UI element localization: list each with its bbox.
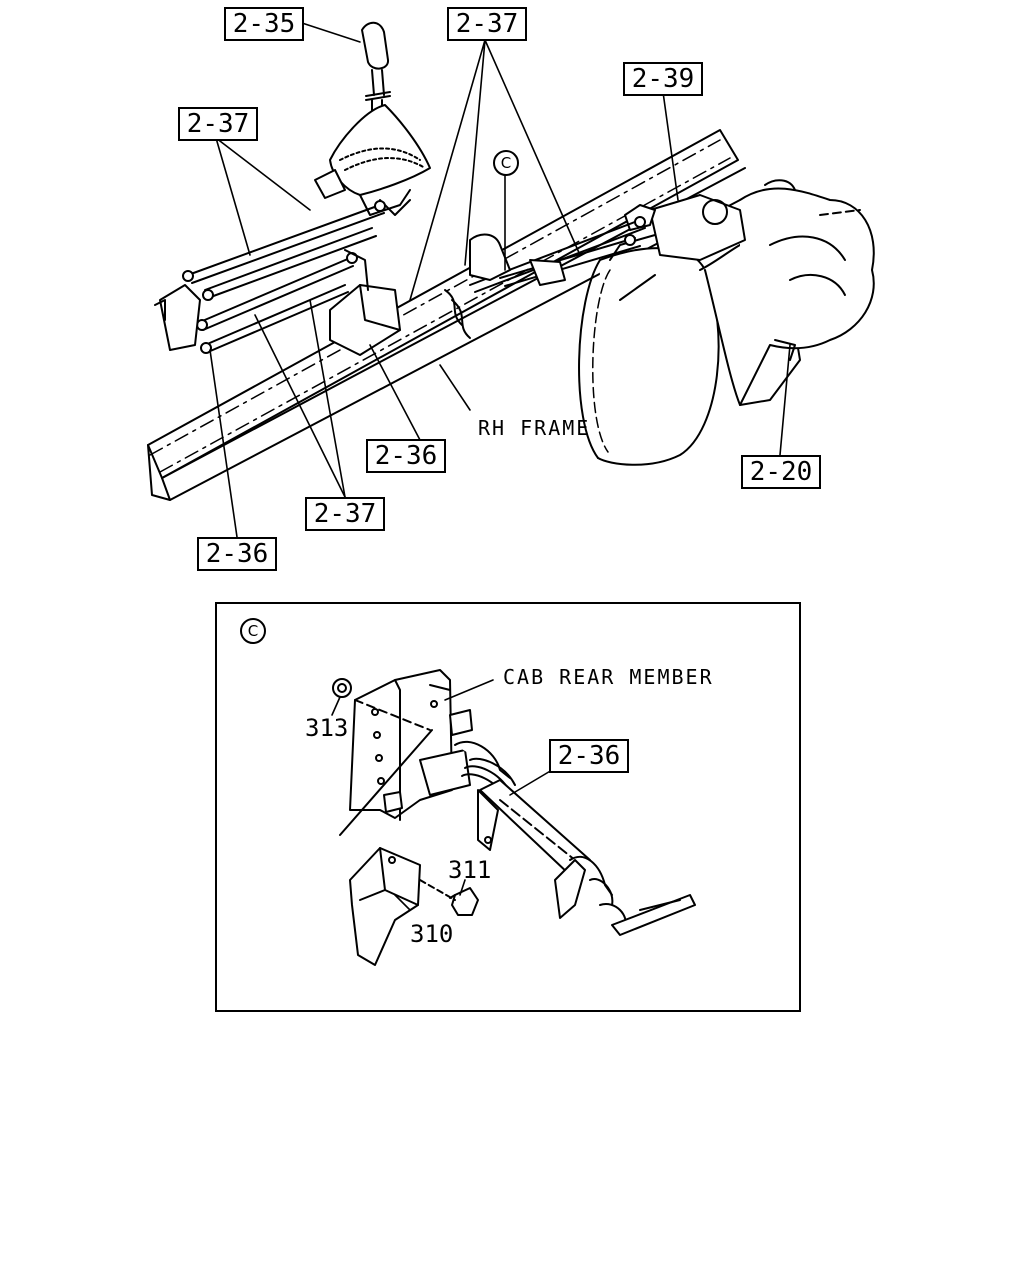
callout-cable-bottom: 2-37 (305, 497, 385, 531)
part-number-313: 313 (305, 714, 349, 742)
leader-lines-detail (331, 679, 553, 911)
part-number-310: 310 (410, 920, 454, 948)
detail-c-drawing (332, 669, 696, 966)
callout-transmission-top: 2-39 (623, 62, 703, 96)
callout-shift-lever: 2-35 (224, 7, 304, 41)
part-number-311: 311 (448, 856, 492, 884)
callout-transmission-bottom: 2-20 (741, 455, 821, 489)
cab-rear-member-label: CAB REAR MEMBER (503, 665, 714, 689)
callout-bracket-center: 2-36 (366, 439, 446, 473)
callout-cable-top-center: 2-37 (447, 7, 527, 41)
detail-c-marker: C (240, 618, 266, 644)
callout-bracket-left: 2-36 (197, 537, 277, 571)
cable-bracket (329, 233, 566, 356)
rh-frame-rail (147, 129, 746, 501)
callout-detail-cable: 2-36 (549, 739, 629, 773)
detail-c-marker-main: C (493, 150, 519, 176)
detail-c-panel (215, 602, 801, 1012)
control-cables (154, 200, 646, 354)
transmission-assembly (578, 179, 875, 466)
leader-lines-main (209, 22, 791, 538)
callout-cable-top-left: 2-37 (178, 107, 258, 141)
rh-frame-label: RH FRAME (478, 416, 591, 440)
shift-lever (314, 21, 431, 216)
